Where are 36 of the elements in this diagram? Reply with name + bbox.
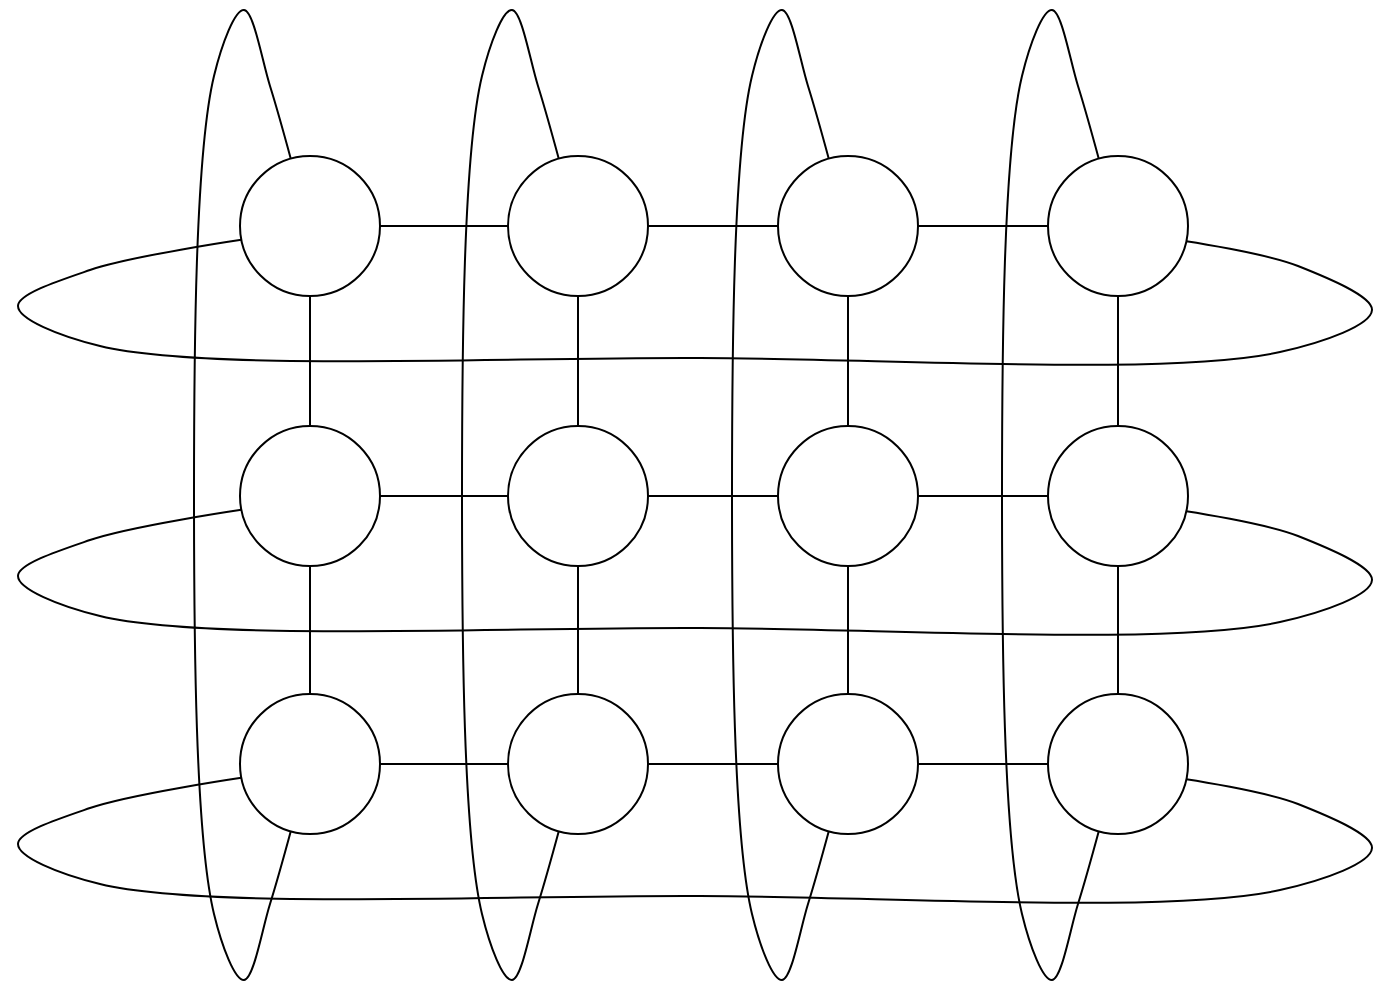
node-circle <box>777 425 919 567</box>
connector-line <box>847 295 849 427</box>
node-circle <box>239 693 381 835</box>
connector-line <box>917 495 1049 497</box>
connector-line <box>17 508 1373 636</box>
connector-line <box>379 225 509 227</box>
connector-line <box>647 763 779 765</box>
connector-line <box>17 238 1373 366</box>
connector-line <box>647 495 779 497</box>
node-circle <box>777 693 919 835</box>
connector-line <box>461 9 560 981</box>
connector-line <box>309 565 311 695</box>
node-circle <box>239 155 381 297</box>
connector-line <box>379 763 509 765</box>
connector-line <box>577 565 579 695</box>
connector-line <box>379 495 509 497</box>
connector-line <box>1117 565 1119 695</box>
node-circle <box>1047 425 1189 567</box>
connector-line <box>577 295 579 427</box>
connector-line <box>1117 295 1119 427</box>
connector-line <box>731 9 830 981</box>
node-circle <box>507 155 649 297</box>
connector-line <box>847 565 849 695</box>
connector-line <box>917 763 1049 765</box>
node-circle <box>777 155 919 297</box>
node-circle <box>507 693 649 835</box>
node-circle <box>1047 155 1189 297</box>
connector-line <box>309 295 311 427</box>
connector-line <box>647 225 779 227</box>
node-circle <box>507 425 649 567</box>
connector-line <box>1001 9 1100 981</box>
connector-line <box>917 225 1049 227</box>
connector-line <box>17 776 1373 904</box>
node-circle <box>239 425 381 567</box>
connector-line <box>193 9 292 981</box>
node-circle <box>1047 693 1189 835</box>
